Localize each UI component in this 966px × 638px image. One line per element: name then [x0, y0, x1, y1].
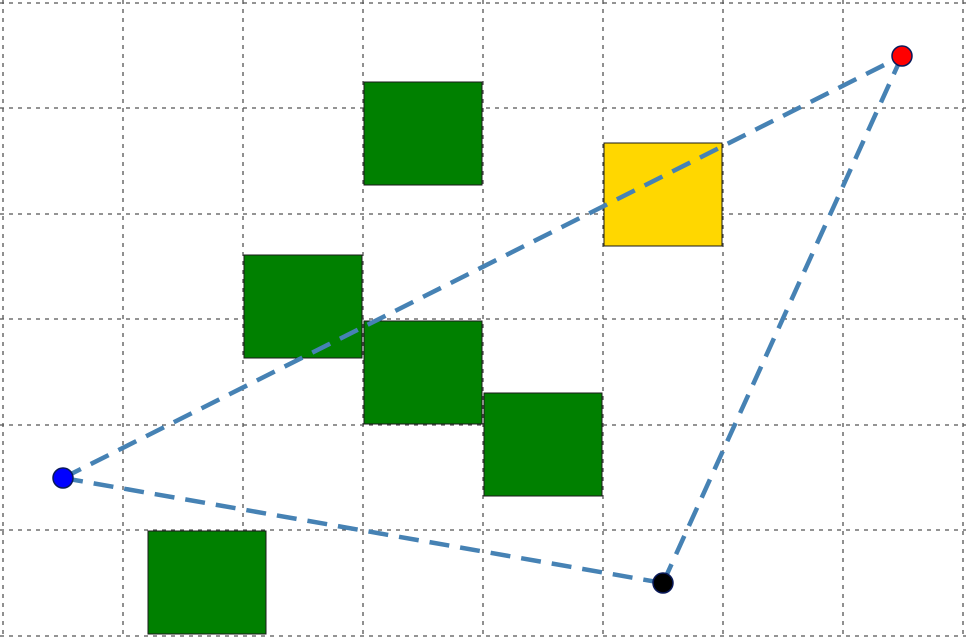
path-lines — [61, 53, 905, 586]
obstacle-group — [147, 81, 603, 635]
obstacle-square — [243, 254, 363, 359]
path-segment-start-to-goal — [61, 53, 904, 481]
path-segment-waypoint-to-start — [62, 475, 664, 586]
obstacle-square — [147, 530, 267, 635]
obstacle-square — [363, 81, 483, 186]
obstacle-square — [363, 320, 483, 425]
goal-point-icon — [891, 45, 913, 67]
start-point-icon — [52, 467, 74, 489]
waypoint-icon — [652, 572, 674, 594]
path-segment-goal-to-waypoint — [660, 55, 905, 584]
obstacle-square — [483, 392, 603, 497]
